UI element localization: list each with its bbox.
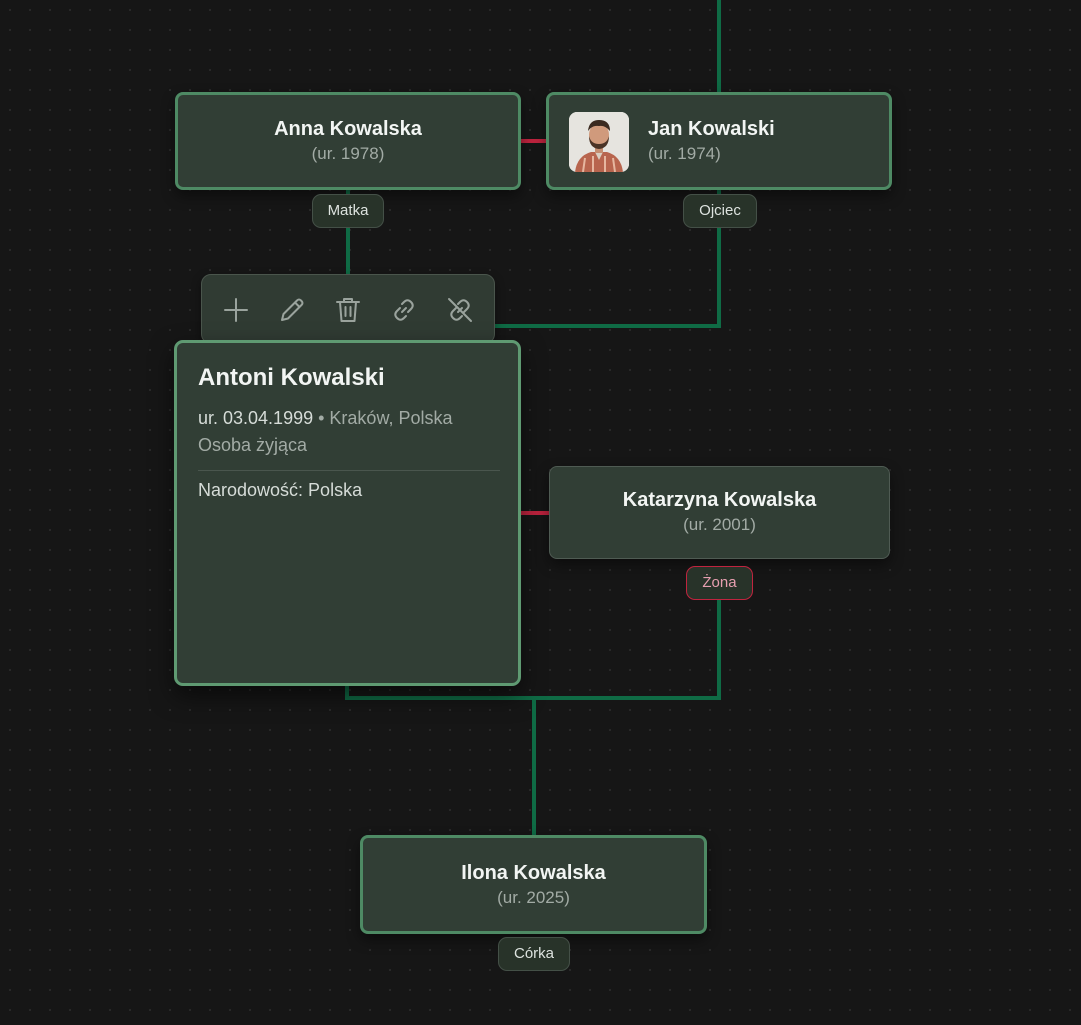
relation-badge-wife: Żona [686, 566, 753, 600]
unlink-icon [448, 298, 472, 322]
relation-badge-father: Ojciec [683, 194, 757, 228]
person-name: Anna Kowalska [274, 118, 422, 140]
node-toolbar [201, 274, 495, 344]
birth-date: ur. 03.04.1999 [198, 408, 314, 428]
selected-person-name: Antoni Kowalski [198, 364, 385, 391]
person-card-anna[interactable]: Anna Kowalska (ur. 1978) [175, 92, 521, 190]
person-card-jan[interactable]: Jan Kowalski (ur. 1974) [546, 92, 892, 190]
living-status: Osoba żyjąca [198, 435, 308, 455]
person-card-ilona[interactable]: Ilona Kowalska (ur. 2025) [360, 835, 707, 934]
edit-button[interactable] [276, 294, 308, 326]
link-button[interactable] [388, 294, 420, 326]
relation-badge-daughter: Córka [498, 937, 570, 971]
person-born: (ur. 1978) [311, 144, 385, 163]
add-button[interactable] [220, 294, 252, 326]
trash-icon [336, 298, 360, 322]
selected-person-card[interactable]: Antoni Kowalski ur. 03.04.1999 • Kraków,… [174, 340, 521, 686]
person-born: (ur. 1974) [648, 144, 721, 163]
unlink-button[interactable] [444, 294, 476, 326]
plus-icon [224, 298, 248, 322]
person-name: Ilona Kowalska [461, 862, 606, 884]
person-born: (ur. 2001) [683, 515, 756, 534]
birth-place: Kraków, Polska [329, 408, 453, 428]
person-card-katarzyna[interactable]: Katarzyna Kowalska (ur. 2001) [549, 466, 890, 559]
parent-line-father [494, 188, 721, 328]
person-born: (ur. 2025) [497, 888, 570, 907]
pencil-icon [281, 298, 304, 321]
birth-info: ur. 03.04.1999 • Kraków, Polska [198, 408, 453, 428]
nationality: Narodowość: Polska [198, 480, 363, 500]
relation-badge-mother: Matka [312, 194, 384, 228]
divider [198, 470, 500, 471]
delete-button[interactable] [332, 294, 364, 326]
person-name: Katarzyna Kowalska [622, 489, 817, 511]
person-name: Jan Kowalski [648, 118, 775, 140]
link-icon [394, 299, 414, 321]
avatar [569, 112, 629, 172]
